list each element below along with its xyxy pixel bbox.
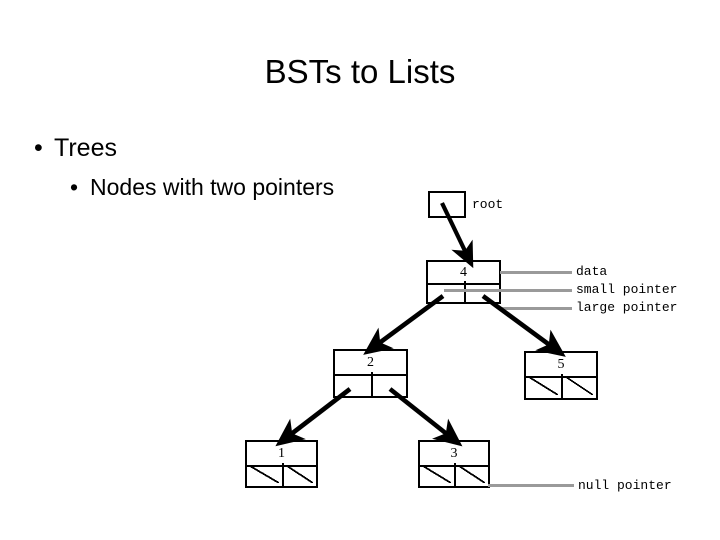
node-large-pointer-cell-null <box>454 463 488 486</box>
bullet-item-nodes-with-two-pointers: • Nodes with two pointers <box>70 172 334 202</box>
node-pointer-cells <box>526 374 596 398</box>
annotation-large-pointer: large pointer <box>576 300 678 315</box>
bullet-label: Nodes with two pointers <box>90 174 335 200</box>
root-pointer-box <box>428 191 466 218</box>
node-small-pointer-cell <box>335 372 371 396</box>
page-title: BSTs to Lists <box>264 53 456 90</box>
node-pointer-cells <box>420 463 488 486</box>
node-large-pointer-cell-null <box>281 463 317 486</box>
bullet-item-trees: • Trees <box>34 132 117 164</box>
node-pointer-cells <box>335 372 406 396</box>
leader-line-large-pointer <box>500 307 572 310</box>
node-small-pointer-cell-null <box>247 463 282 486</box>
node-pointer-cells <box>247 463 316 486</box>
tree-node-4: 4 <box>426 260 501 304</box>
tree-node-1: 1 <box>245 440 318 488</box>
leader-line-small-pointer <box>444 289 572 292</box>
bullet-marker-icon: • <box>34 134 43 162</box>
root-label: root <box>472 197 504 212</box>
node-large-pointer-cell-null <box>561 374 596 398</box>
tree-node-2: 2 <box>333 349 408 398</box>
node-small-pointer-cell-null <box>420 463 454 486</box>
annotation-small-pointer: small pointer <box>576 282 678 297</box>
annotation-data: data <box>576 264 608 279</box>
leader-line-data <box>500 271 572 274</box>
annotation-null-pointer: null pointer <box>578 478 672 493</box>
bullet-marker-icon: • <box>70 174 79 200</box>
tree-node-5: 5 <box>524 351 598 400</box>
bullet-label: Trees <box>54 134 117 162</box>
node-small-pointer-cell-null <box>526 374 561 398</box>
leader-line-null-pointer <box>488 484 574 487</box>
tree-node-3: 3 <box>418 440 490 488</box>
node-large-pointer-cell <box>370 372 407 396</box>
